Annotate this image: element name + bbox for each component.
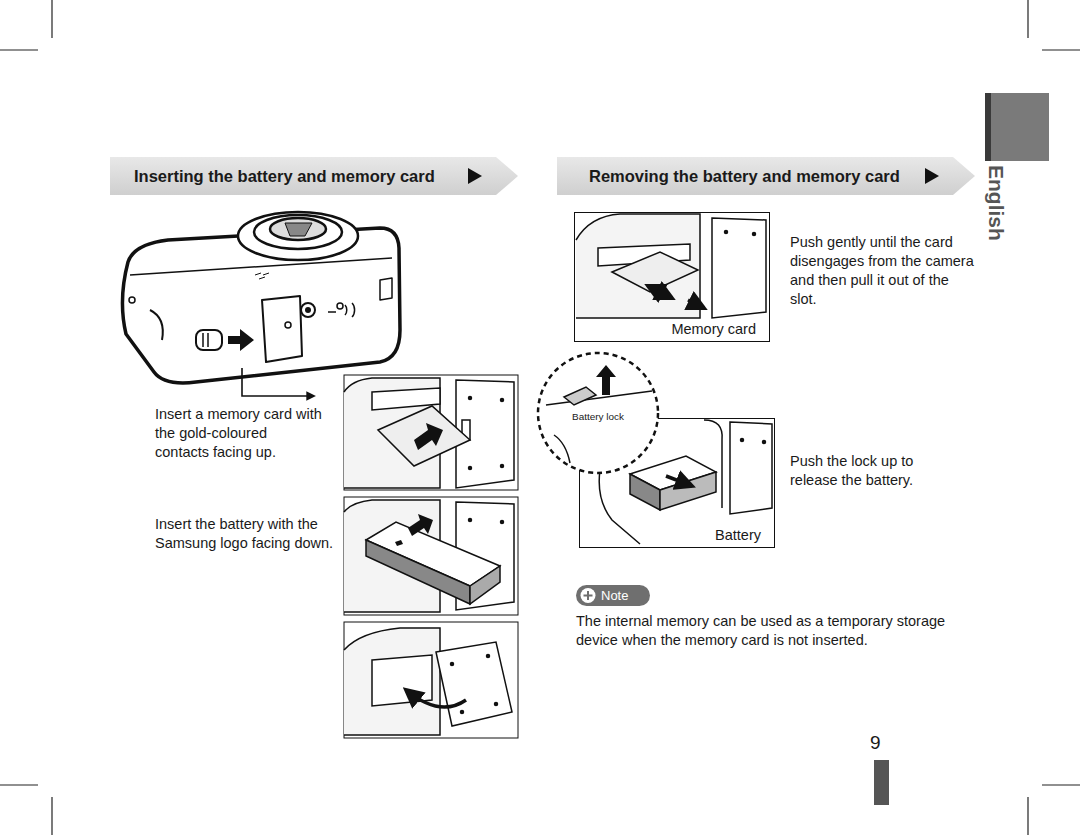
page-bar (874, 760, 889, 805)
node-text: Inserting the battery and memory card (110, 157, 435, 195)
pill-bg (576, 585, 650, 606)
language-label: English (986, 165, 1007, 241)
language-tab (985, 93, 1049, 161)
camera-figure (122, 212, 400, 383)
lock-lever (564, 387, 596, 405)
node-text: Removing the battery and memory card (557, 157, 900, 195)
section-header: Inserting the battery and memory card (110, 157, 518, 195)
instruction-text: Push gently until the card disengages fr… (790, 233, 975, 308)
note-text: The internal memory can be used as a tem… (576, 612, 986, 650)
plus-circle (581, 588, 596, 603)
housing-edge (546, 391, 652, 405)
note-badge: Note (576, 585, 650, 606)
header-band (110, 157, 518, 195)
battery-insert-figure (344, 500, 514, 612)
instruction-text: Insert the battery with the Samsung logo… (155, 515, 335, 553)
header-band (557, 157, 975, 195)
node-text: Battery lock (536, 411, 660, 422)
language-tab-edge (985, 93, 991, 161)
plus-sign (584, 591, 593, 600)
housing-edge (554, 435, 570, 463)
lock-arrow (596, 365, 616, 395)
pointer-arrow (242, 368, 314, 396)
section-header: Removing the battery and memory card (557, 157, 975, 195)
card-remove-figure (576, 214, 766, 318)
step-frames (344, 375, 518, 738)
detail-circle: Battery lock (536, 351, 660, 475)
figure-frame: Memory card (574, 212, 770, 342)
page-number: 9 (870, 731, 881, 756)
header-triangle (925, 168, 939, 184)
frame-border (575, 213, 770, 342)
card-insert-figure (344, 378, 514, 488)
header-triangle (468, 168, 482, 184)
frame-border (580, 419, 775, 548)
door-close-figure (344, 628, 512, 735)
node-text: Memory card (669, 321, 758, 337)
node-text: Note (576, 585, 628, 606)
instruction-text: Insert a memory card with the gold-colou… (155, 405, 325, 462)
node-text: Battery (713, 527, 763, 543)
instruction-text: Push the lock up to release the battery. (790, 452, 950, 490)
